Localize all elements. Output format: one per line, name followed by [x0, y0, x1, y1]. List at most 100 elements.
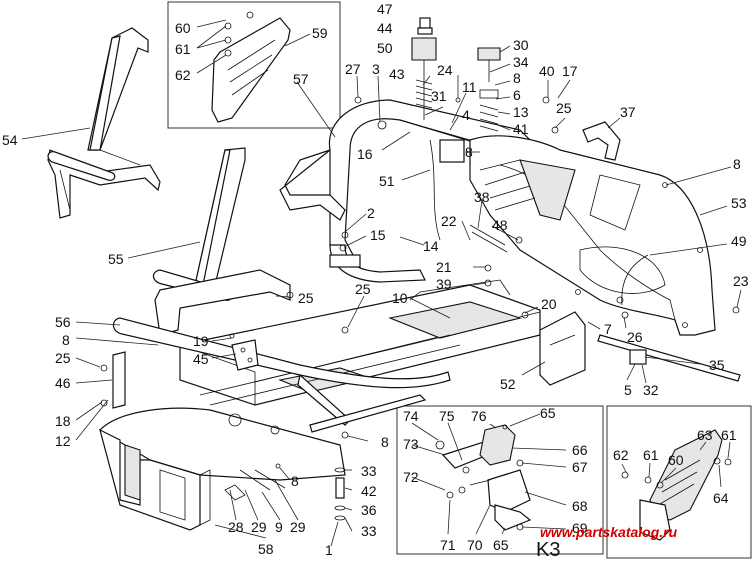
k3-title: K3: [536, 539, 560, 561]
label-24: 24: [437, 62, 453, 78]
label-54: 54: [2, 132, 18, 148]
label-60: 60: [175, 20, 191, 36]
label-28: 28: [228, 519, 244, 535]
label-63: 63: [697, 427, 713, 443]
label-76: 76: [471, 408, 487, 424]
label-59: 59: [312, 25, 328, 41]
label-53: 53: [731, 195, 747, 211]
label-19: 19: [193, 333, 209, 349]
part-45-bracket: [231, 339, 259, 371]
label-40: 40: [539, 63, 555, 79]
part-53-rear-fender: [469, 135, 716, 336]
inset-k3-box: [396, 405, 604, 555]
label-75: 75: [439, 408, 455, 424]
part-47-44-50-knob-assembly: [411, 17, 437, 120]
inset-bottom-right-box: [606, 405, 752, 559]
label-21: 21: [436, 259, 452, 275]
inset-top-bracket-box: [167, 1, 341, 129]
label-6: 6: [513, 87, 521, 103]
label-62b: 62: [613, 447, 629, 463]
label-26: 26: [627, 329, 643, 345]
label-1: 1: [325, 542, 333, 558]
label-74: 74: [403, 408, 419, 424]
label-8b: 8: [513, 70, 521, 86]
label-17: 17: [562, 63, 578, 79]
label-9: 9: [275, 519, 283, 535]
part-30-cap: [477, 47, 501, 82]
label-46: 46: [55, 375, 71, 391]
label-68: 68: [572, 498, 588, 514]
label-62: 62: [175, 67, 191, 83]
label-25c: 25: [355, 281, 371, 297]
label-69: 69: [572, 520, 588, 536]
part-41-spring: [479, 89, 499, 132]
label-36: 36: [361, 502, 377, 518]
label-35: 35: [709, 357, 725, 373]
label-25d: 25: [298, 290, 314, 306]
label-50: 50: [377, 40, 393, 56]
label-48: 48: [492, 217, 508, 233]
label-70: 70: [467, 537, 483, 553]
label-7: 7: [604, 321, 612, 337]
leader-lines: [21, 19, 742, 547]
label-29b: 29: [290, 519, 306, 535]
label-42: 42: [361, 483, 377, 499]
label-8c: 8: [733, 156, 741, 172]
label-66: 66: [572, 442, 588, 458]
label-3: 3: [372, 61, 380, 77]
label-65: 65: [540, 405, 556, 421]
part-59-bracket: [211, 11, 291, 123]
part-8-block: [439, 139, 465, 163]
label-30: 30: [513, 37, 529, 53]
label-56: 56: [55, 314, 71, 330]
part-58-front-plate: [99, 407, 346, 531]
label-49: 49: [731, 233, 747, 249]
label-14: 14: [423, 238, 439, 254]
label-8: 8: [62, 332, 70, 348]
label-45: 45: [193, 351, 209, 367]
part-43-spring: [415, 79, 433, 109]
label-5: 5: [624, 382, 632, 398]
label-61c: 61: [721, 427, 737, 443]
label-47: 47: [377, 1, 393, 17]
label-41: 41: [513, 121, 529, 137]
label-27: 27: [345, 61, 361, 77]
label-52: 52: [500, 376, 516, 392]
label-25b: 25: [556, 100, 572, 116]
label-58: 58: [258, 541, 274, 557]
label-39: 39: [436, 276, 452, 292]
label-71: 71: [440, 537, 456, 553]
label-33b: 33: [361, 523, 377, 539]
label-64: 64: [713, 490, 729, 506]
part-54-upright-support: [47, 27, 161, 219]
part-52-bracket: [539, 311, 586, 386]
label-73: 73: [403, 436, 419, 452]
label-8e: 8: [381, 434, 389, 450]
part-51-cable: [429, 139, 441, 241]
label-10: 10: [392, 290, 408, 306]
label-38: 38: [474, 189, 490, 205]
bottom-right-bracket-drawing: [621, 429, 732, 541]
label-8d: 8: [465, 144, 473, 160]
part-56-front-tube: [112, 317, 451, 433]
label-2: 2: [367, 205, 375, 221]
label-11: 11: [462, 79, 477, 95]
label-15: 15: [370, 227, 386, 243]
label-4: 4: [462, 107, 470, 123]
label-72: 72: [403, 469, 419, 485]
part-49-cable: [621, 254, 649, 306]
label-12: 12: [55, 433, 71, 449]
part-37-handle: [582, 121, 621, 161]
label-8f: 8: [291, 473, 299, 489]
label-33: 33: [361, 463, 377, 479]
watermark: www.partskatalog.ru: [540, 524, 678, 540]
label-51: 51: [379, 173, 395, 189]
part-46-side-plate: [112, 351, 126, 409]
label-22: 22: [441, 213, 457, 229]
label-55: 55: [108, 251, 124, 267]
label-34: 34: [513, 54, 529, 70]
label-23: 23: [733, 273, 749, 289]
label-43: 43: [389, 66, 405, 82]
